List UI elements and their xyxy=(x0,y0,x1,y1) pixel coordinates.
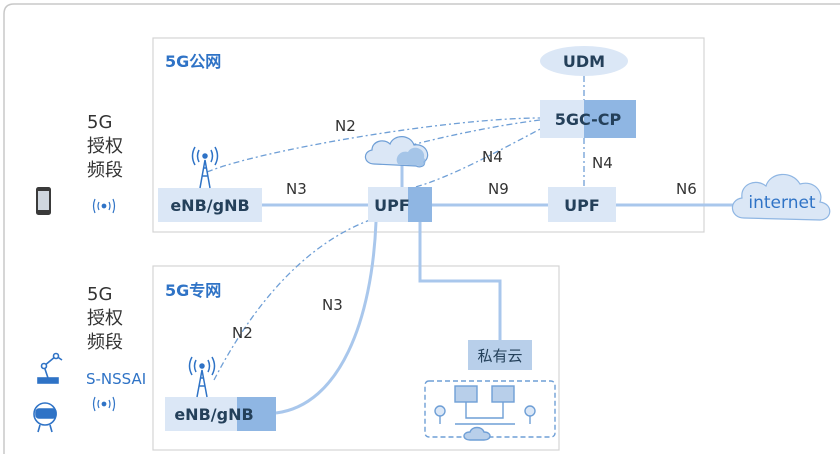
upper-band-line-3: 频段 xyxy=(87,160,123,181)
link-label-n9: N9 xyxy=(488,180,509,198)
outer-frame xyxy=(3,3,840,454)
udm-label: UDM xyxy=(563,52,605,71)
antenna-tower-private-icon xyxy=(188,356,216,398)
upper-band-line-2: 授权 xyxy=(87,136,123,157)
lower-band-line-1: 5G xyxy=(87,284,112,305)
private-cloud-node[interactable] xyxy=(468,340,532,370)
link-label-n4-core: N4 xyxy=(592,154,613,172)
lower-band-line-3: 频段 xyxy=(87,332,123,353)
private-zone-title: 5G专网 xyxy=(165,281,221,300)
vr-headset-icon xyxy=(33,402,57,433)
link-label-n3-public: N3 xyxy=(286,180,307,198)
upper-band-line-1: 5G xyxy=(87,112,112,133)
link-label-n6: N6 xyxy=(676,180,697,198)
cp-node-accent xyxy=(584,100,636,138)
cloud-icon xyxy=(364,136,429,168)
link-upf-private-cloud xyxy=(418,222,502,340)
enb-public-node[interactable] xyxy=(158,188,262,222)
smartphone-icon xyxy=(36,187,51,215)
link-n3-private xyxy=(275,221,378,415)
wireless-signal-upper-icon xyxy=(92,198,116,214)
enb-private-accent xyxy=(237,397,276,431)
private-cloud-label: 私有云 xyxy=(477,347,522,365)
link-label-n2-public: N2 xyxy=(335,117,356,135)
antenna-tower-public-icon xyxy=(191,146,219,189)
link-label-n2-private: N2 xyxy=(232,324,253,342)
campus-network-icon xyxy=(424,380,556,441)
upf-edge-label: UPF xyxy=(374,196,410,215)
robot-arm-icon xyxy=(37,352,63,384)
internet-label: internet xyxy=(748,193,816,213)
udm-node[interactable] xyxy=(540,46,628,76)
link-label-n4-edge: N4 xyxy=(482,148,503,166)
link-n4-edge xyxy=(411,124,549,189)
link-n2-public xyxy=(206,117,541,173)
lower-band-line-2: 授权 xyxy=(87,308,123,329)
upf-core-node[interactable] xyxy=(548,187,616,222)
public-zone-title: 5G公网 xyxy=(165,52,221,71)
enb-public-label: eNB/gNB xyxy=(170,196,249,215)
link-cp-cloud xyxy=(411,119,541,146)
cp-label: 5GC-CP xyxy=(555,110,622,129)
snssai-label: S-NSSAI xyxy=(86,370,146,388)
link-label-n3-private: N3 xyxy=(322,296,343,314)
link-n2-private xyxy=(213,219,371,381)
upf-core-label: UPF xyxy=(564,196,600,215)
enb-private-label: eNB/gNB xyxy=(174,405,253,424)
internet-cloud-icon xyxy=(731,173,831,221)
dashed-links xyxy=(206,76,585,381)
wireless-signal-lower-icon xyxy=(92,396,116,412)
upf-edge-accent xyxy=(408,187,432,222)
